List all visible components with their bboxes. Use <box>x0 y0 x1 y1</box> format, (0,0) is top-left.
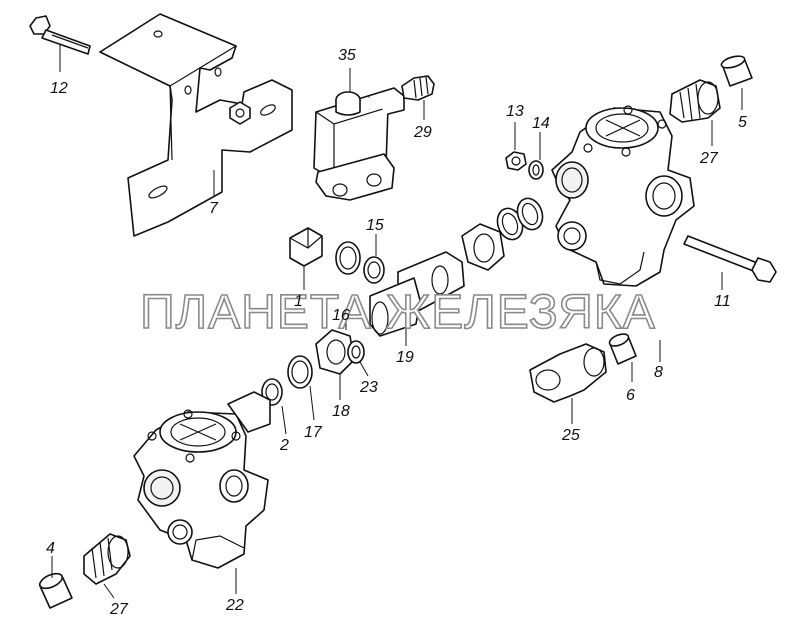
cap-5 <box>720 55 753 87</box>
callout-25: 25 <box>561 427 580 444</box>
fitting-29 <box>401 75 435 101</box>
callout-1: 1 <box>294 293 303 310</box>
callout-4: 4 <box>46 540 55 557</box>
callout-29: 29 <box>413 124 432 141</box>
watermark-text: ПЛАНЕТА ЖЕЛЕЗЯКА <box>140 286 656 339</box>
callout-14: 14 <box>532 115 550 132</box>
washer-17 <box>287 355 313 389</box>
leader-lines <box>51 44 743 599</box>
union-nut <box>461 223 505 271</box>
callout-23: 23 <box>359 379 378 396</box>
bracket-7 <box>99 13 293 237</box>
washer-23 <box>347 340 365 364</box>
threaded-fitting-27-lower <box>83 533 131 585</box>
nut-13 <box>505 151 527 171</box>
valve-body-upper <box>551 105 695 287</box>
callout-13: 13 <box>506 103 524 120</box>
threaded-fitting-27-upper <box>669 79 721 123</box>
callout-19: 19 <box>396 349 414 366</box>
callout-8: 8 <box>654 364 663 381</box>
callout-6: 6 <box>626 387 635 404</box>
washer-15 <box>363 256 385 284</box>
cap-6 <box>608 333 637 365</box>
callout-17: 17 <box>304 424 323 441</box>
solenoid-valve-35 <box>313 87 405 201</box>
callout-11: 11 <box>714 293 731 310</box>
callout-2: 2 <box>279 437 289 454</box>
callout-numbers: 12 7 35 29 13 14 27 5 11 15 1 16 19 23 1… <box>46 47 747 618</box>
callout-7: 7 <box>209 200 219 217</box>
callout-15: 15 <box>366 217 384 234</box>
callout-22: 22 <box>225 597 244 614</box>
callout-27-upper: 27 <box>699 150 719 167</box>
bolt-12 <box>29 15 91 55</box>
bolt-11 <box>683 235 777 283</box>
callout-12: 12 <box>50 80 68 97</box>
adapter-19 <box>369 251 465 337</box>
callout-16: 16 <box>332 307 350 324</box>
washer-14 <box>528 160 544 180</box>
callout-18: 18 <box>332 403 350 420</box>
callout-27-lower: 27 <box>109 601 129 618</box>
plug-1 <box>289 227 323 267</box>
washer-ring-upper <box>496 197 544 241</box>
elbow-fitting-25 <box>529 343 607 403</box>
callout-35: 35 <box>338 47 356 64</box>
washer-16 <box>335 241 361 275</box>
callout-5: 5 <box>738 114 747 131</box>
valve-body-22 <box>133 391 271 569</box>
cap-4 <box>38 572 73 609</box>
